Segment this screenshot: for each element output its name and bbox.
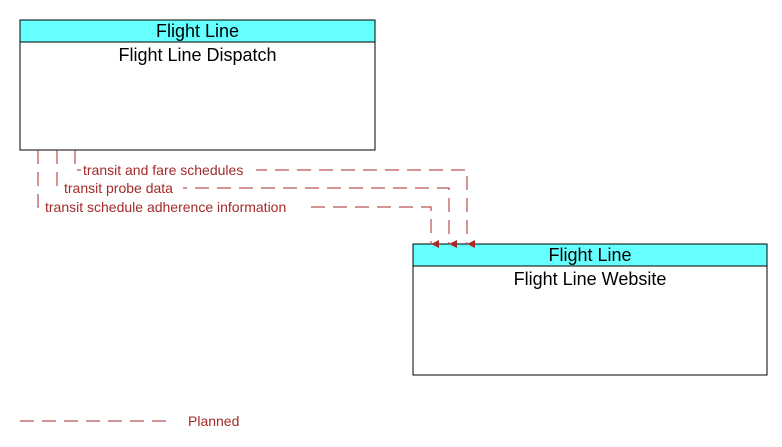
flow-transit-schedule-adherence-information[interactable]: transit schedule adherence information	[37, 150, 439, 248]
flow-label-3: transit schedule adherence information	[45, 199, 286, 215]
dispatch-title: Flight Line Dispatch	[118, 45, 276, 65]
flow-line-1	[74, 150, 475, 248]
dispatch-body	[19, 41, 376, 151]
dispatch-element[interactable]: Flight Line Flight Line Dispatch	[19, 19, 376, 151]
website-title: Flight Line Website	[514, 269, 667, 289]
flow-line-2	[56, 150, 457, 248]
legend-planned-label: Planned	[188, 413, 239, 429]
flow-label-bg-3	[43, 199, 303, 215]
website-body	[412, 265, 768, 376]
flow-label-2: transit probe data	[64, 180, 173, 196]
flow-label-1: transit and fare schedules	[83, 162, 243, 178]
flow-transit-probe-data[interactable]: transit probe data	[56, 150, 457, 248]
website-header-label: Flight Line	[548, 245, 631, 265]
flow-label-bg-2	[62, 180, 183, 196]
website-element[interactable]: Flight Line Flight Line Website	[412, 243, 768, 376]
flow-label-bg-1	[81, 162, 256, 178]
flow-transit-and-fare-schedules[interactable]: transit and fare schedules	[74, 150, 475, 248]
dispatch-header-label: Flight Line	[156, 21, 239, 41]
legend: Planned	[20, 413, 239, 429]
